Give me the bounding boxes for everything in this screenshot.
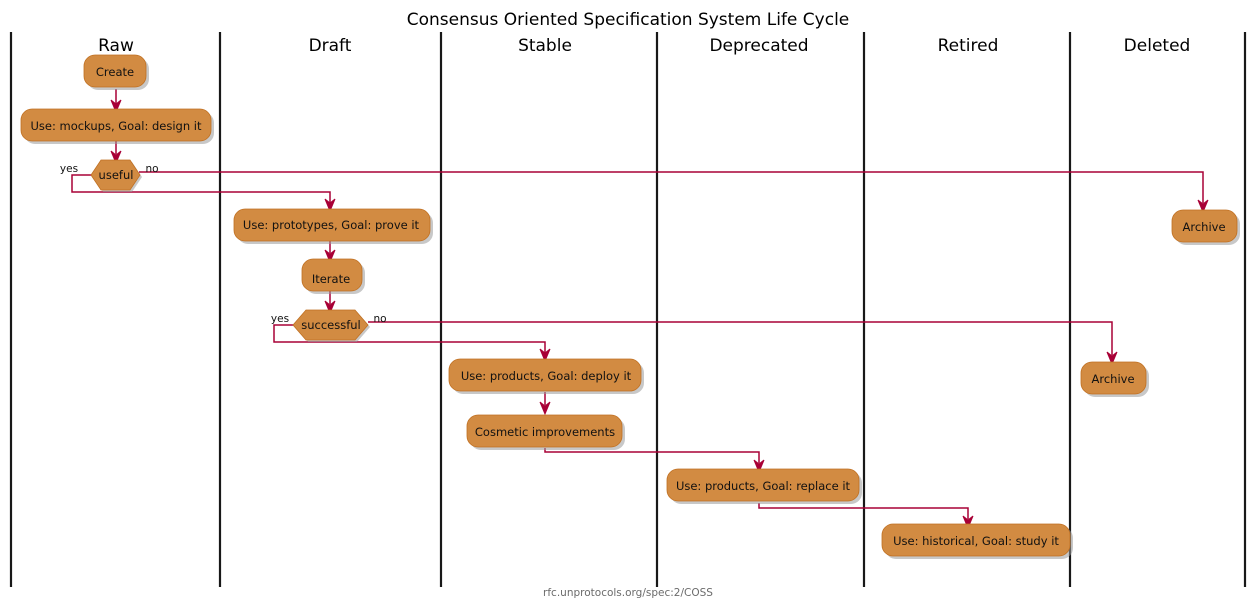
- edge-arrowhead-mockups-to-useful: [110, 150, 122, 165]
- lane-title-stable: Stable: [518, 36, 572, 56]
- node-successful[interactable]: successful: [292, 309, 370, 342]
- edge-arrowhead-replace-to-study: [962, 515, 974, 530]
- edge-label-useful-no: no: [145, 163, 158, 175]
- edge-successful-yes-to-deploy: [273, 324, 546, 353]
- node-prototypes-label: Use: prototypes, Goal: prove it: [243, 218, 420, 232]
- node-replace[interactable]: Use: products, Goal: replace it: [666, 468, 862, 504]
- node-archive-deleted-label: Archive: [1182, 220, 1225, 234]
- edges-layer: [71, 89, 1209, 530]
- node-study-label: Use: historical, Goal: study it: [893, 534, 1059, 548]
- node-create[interactable]: Create: [83, 54, 149, 90]
- node-prototypes[interactable]: Use: prototypes, Goal: prove it: [233, 208, 433, 244]
- lane-title-draft: Draft: [309, 36, 352, 56]
- lane-title-deprecated: Deprecated: [709, 36, 808, 56]
- edge-label-useful-yes: yes: [60, 163, 78, 175]
- node-mockups-label: Use: mockups, Goal: design it: [30, 119, 201, 133]
- edge-successful-no-to-archive-retired: [368, 321, 1113, 355]
- node-cosmetic[interactable]: Cosmetic improvements: [466, 414, 625, 450]
- node-useful-label: useful: [99, 168, 134, 182]
- nodes-layer: Create Use: mockups, Goal: design it use…: [20, 54, 1240, 559]
- edge-useful-no-to-archive-deleted: [139, 171, 1204, 203]
- node-cosmetic-label: Cosmetic improvements: [475, 425, 615, 439]
- node-replace-shape: [666, 468, 860, 502]
- edge-arrowhead-successful-yes-to-deploy: [539, 348, 551, 363]
- node-prototypes-shape: [233, 208, 431, 242]
- edge-arrowhead-prototypes-to-iterate: [324, 249, 336, 264]
- edge-label-successful-no: no: [373, 313, 386, 325]
- node-create-shape: [83, 54, 147, 88]
- lane-title-deleted: Deleted: [1124, 36, 1191, 56]
- footer-caption: rfc.unprotocols.org/spec:2/COSS: [543, 587, 713, 599]
- swimlane-titles: Raw Draft Stable Deprecated Retired Dele…: [98, 36, 1190, 56]
- node-mockups[interactable]: Use: mockups, Goal: design it: [20, 108, 214, 144]
- edge-replace-to-study: [758, 503, 969, 519]
- node-successful-label: successful: [301, 318, 361, 332]
- node-successful-shape: [292, 309, 369, 341]
- node-archive-deleted-shape: [1171, 209, 1238, 243]
- edge-arrowhead-iterate-to-successful: [324, 300, 336, 315]
- diagram-title: Consensus Oriented Specification System …: [407, 10, 850, 30]
- node-cosmetic-shape: [466, 414, 623, 448]
- node-replace-label: Use: products, Goal: replace it: [676, 479, 851, 493]
- node-archive-deleted[interactable]: Archive: [1171, 209, 1240, 245]
- node-archive-retired[interactable]: Archive: [1080, 361, 1149, 397]
- edge-arrowhead-deploy-to-cosmetic: [539, 401, 551, 416]
- edge-arrowhead-useful-yes-to-prototypes: [324, 198, 336, 213]
- lane-title-raw: Raw: [98, 36, 134, 56]
- node-deploy-shape: [448, 358, 642, 392]
- edge-label-successful-yes: yes: [271, 313, 289, 325]
- node-useful[interactable]: useful: [90, 159, 142, 192]
- node-iterate-label: Iterate: [312, 272, 350, 286]
- node-deploy[interactable]: Use: products, Goal: deploy it: [448, 358, 644, 394]
- node-archive-retired-shape: [1080, 361, 1147, 395]
- node-create-label: Create: [96, 65, 134, 79]
- lane-title-retired: Retired: [938, 36, 999, 56]
- node-iterate-shape: [301, 258, 363, 292]
- edge-useful-yes-to-prototypes: [71, 174, 331, 203]
- node-deploy-label: Use: products, Goal: deploy it: [461, 369, 632, 383]
- edge-arrowhead-successful-no-to-archive-retired: [1106, 351, 1118, 366]
- swimlane-dividers: [9, 32, 1247, 587]
- node-archive-retired-label: Archive: [1091, 372, 1134, 386]
- edge-arrowhead-create-to-mockups: [110, 99, 122, 114]
- node-study-shape: [881, 523, 1071, 557]
- edge-arrowhead-useful-no-to-archive-deleted: [1197, 199, 1209, 214]
- edge-arrowhead-cosmetic-to-replace: [753, 459, 765, 474]
- node-mockups-shape: [20, 108, 212, 142]
- node-study[interactable]: Use: historical, Goal: study it: [881, 523, 1073, 559]
- node-iterate[interactable]: Iterate: [301, 258, 365, 294]
- edge-cosmetic-to-replace: [544, 448, 760, 463]
- node-useful-shape: [90, 159, 141, 191]
